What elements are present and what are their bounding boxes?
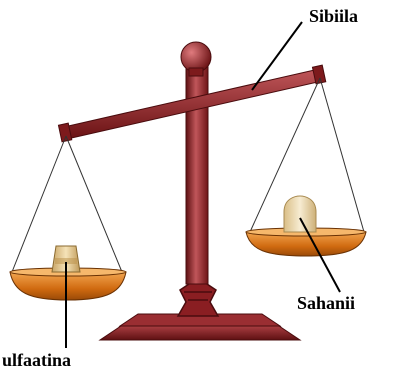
column-ornament [178,282,218,316]
pan-label: Sahanii [297,294,355,312]
pan-object [284,196,316,232]
scale-base [100,314,300,340]
left-pan [10,268,126,300]
weight-label: ulfaatina [2,351,71,369]
beam-label: Sibiila [309,7,358,25]
